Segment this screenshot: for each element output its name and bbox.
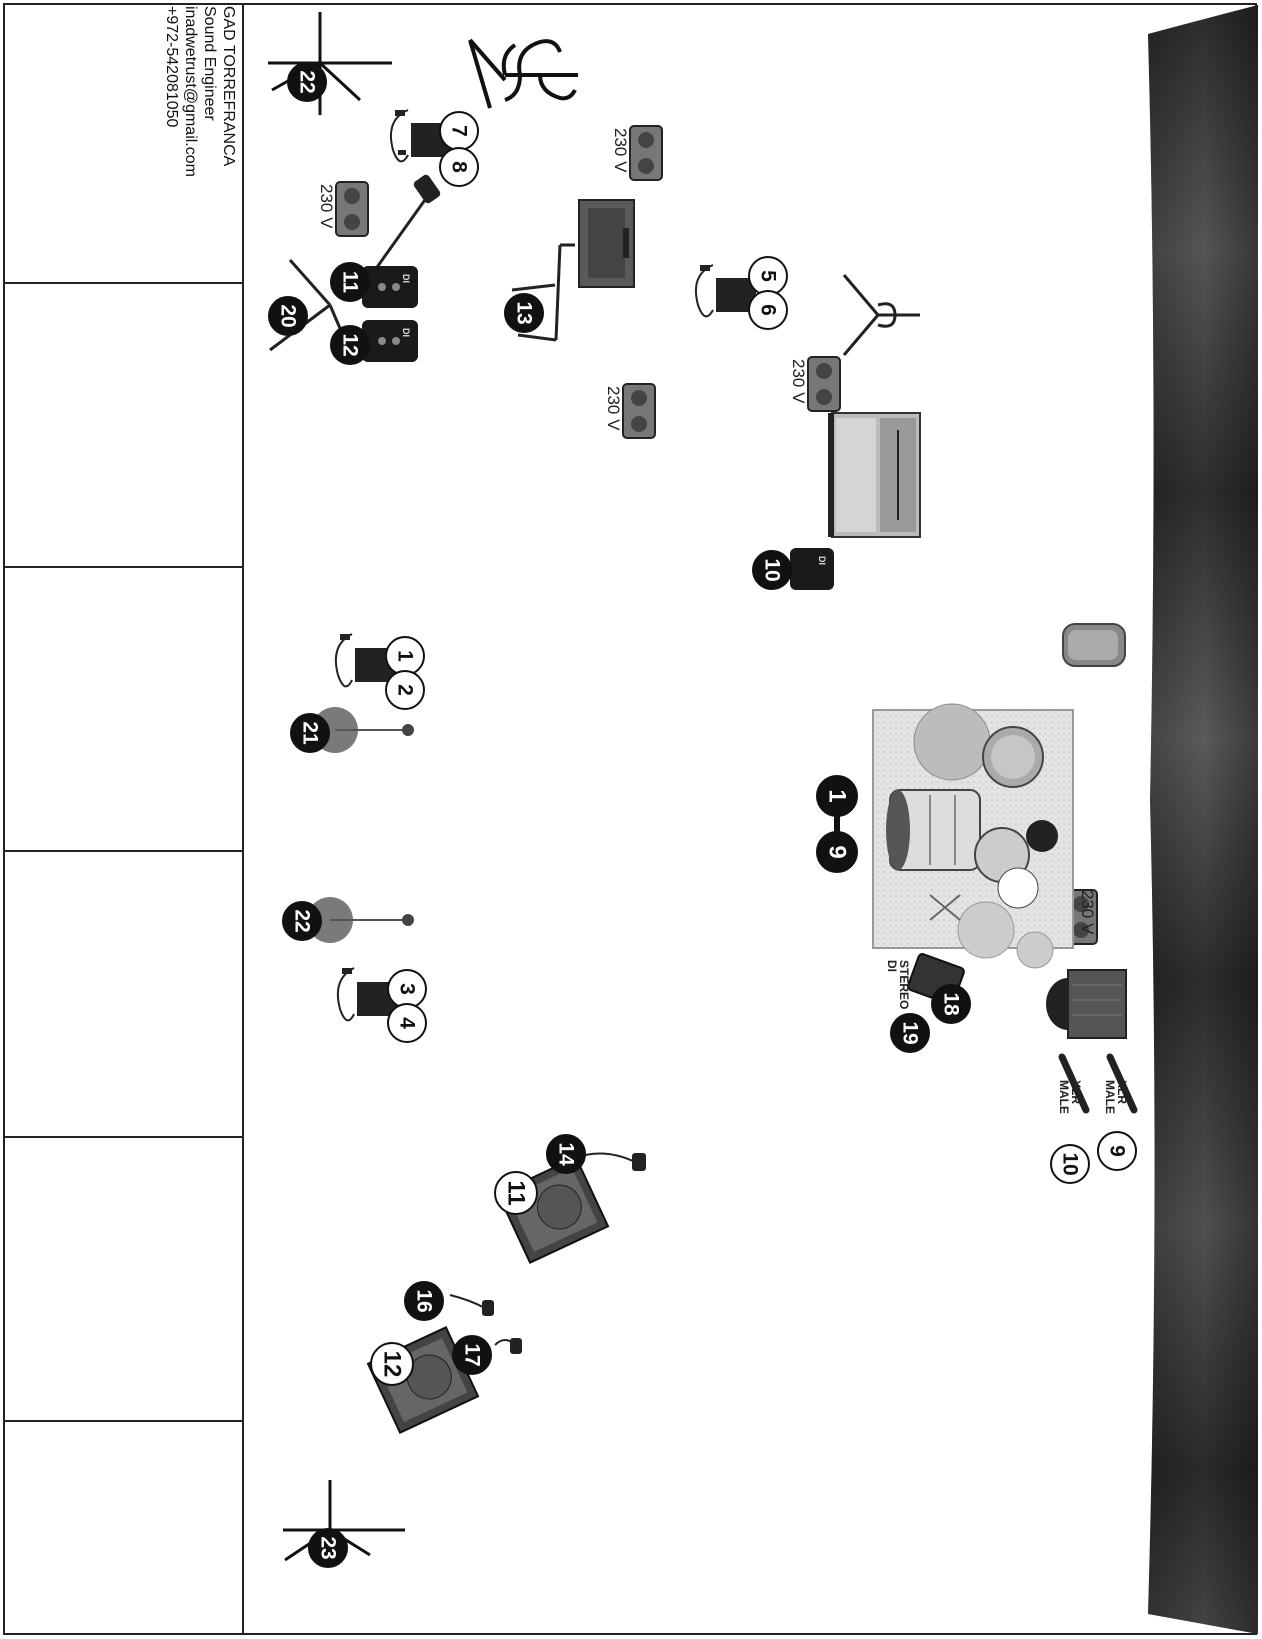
channel-badge: 11 [495, 1172, 537, 1214]
mic-16 [450, 1295, 494, 1316]
channel-number: 8 [448, 161, 471, 173]
di-label: DI [400, 328, 412, 337]
channel-number: 3 [396, 983, 419, 995]
guitar-stand-2 [844, 275, 920, 355]
mic-14 [585, 1153, 646, 1171]
channel-badge: 11 [331, 263, 369, 301]
power-label: 230 V [788, 359, 808, 403]
drum-monitor [1046, 970, 1126, 1038]
channel-badge: 1 [386, 637, 424, 675]
channel-badge: 20 [269, 297, 307, 335]
channel-badge: 9 [1098, 1132, 1136, 1170]
channel-number: 11 [503, 1180, 530, 1205]
channel-number: 18 [940, 992, 963, 1016]
di-box-11 [362, 266, 418, 308]
microphone-head [412, 173, 442, 205]
channel-number: 9 [1106, 1145, 1129, 1157]
channel-badge: 12 [331, 326, 369, 364]
channel-number: 13 [513, 301, 536, 324]
power-label: 230 V [603, 386, 623, 430]
power-label: 230 V [1077, 890, 1097, 934]
di-label: DI [400, 274, 412, 283]
channel-number: 10 [761, 558, 784, 581]
channel-badge: 23 [309, 1529, 347, 1567]
channel-badge: 18 [932, 985, 970, 1023]
channel-number: 14 [555, 1142, 578, 1166]
channel-number: 6 [757, 304, 780, 316]
channel-badge: 5 [749, 257, 787, 295]
channel-number: 9 [824, 845, 851, 858]
xlr-male-label: XLR MALE [1058, 1080, 1082, 1120]
channel-badge: 9 [817, 832, 857, 872]
power-outlet [623, 384, 655, 438]
channel-number: 2 [394, 684, 417, 696]
channel-number: 23 [317, 1536, 340, 1559]
guitar-stand [470, 40, 578, 108]
guitar-amp [828, 413, 920, 537]
channel-badge: 17 [453, 1336, 491, 1374]
channel-number: 1 [824, 789, 851, 802]
channel-number: 16 [413, 1289, 436, 1312]
channel-badge: 12 [371, 1343, 413, 1385]
power-outlet [808, 357, 840, 411]
channel-number: 22 [291, 909, 314, 932]
channel-badge: 10 [1051, 1145, 1089, 1183]
power-outlet [336, 182, 368, 236]
channel-badge: 3 [388, 970, 426, 1008]
channel-number: 19 [899, 1021, 922, 1044]
channel-number: 12 [339, 333, 362, 356]
channel-badge: 14 [547, 1135, 585, 1173]
channel-badge: 22 [288, 63, 326, 101]
channel-number: 1 [394, 650, 417, 662]
channel-badge: 6 [749, 291, 787, 329]
di-box-10 [790, 548, 834, 590]
power-outlet [630, 126, 662, 180]
channel-badge: 7 [440, 112, 478, 150]
mic-stand-22 [268, 12, 392, 115]
channel-number: 20 [277, 304, 300, 327]
stage-curtain [1148, 5, 1258, 1634]
channel-badge: 19 [891, 1014, 929, 1052]
di-box-12 [362, 320, 418, 362]
power-label: 230 V [316, 184, 336, 228]
channel-badge: 22 [283, 902, 321, 940]
channel-badge: 21 [291, 714, 329, 752]
channel-badge: 8 [440, 148, 478, 186]
power-label: 230 V [610, 128, 630, 172]
mic-17 [495, 1338, 522, 1354]
channel-badge: 4 [388, 1004, 426, 1042]
channel-number: 17 [461, 1343, 484, 1366]
channel-badge: 1 [817, 776, 857, 816]
xlr-male-label: XLR MALE [1104, 1080, 1128, 1120]
channel-number: 11 [339, 271, 362, 294]
channel-badge: 13 [505, 294, 543, 332]
channel-number: 7 [448, 125, 471, 137]
keyboard-amp [579, 200, 634, 287]
di-label: DI [816, 556, 828, 565]
channel-number: 5 [757, 270, 780, 282]
stereo-di-label: STEREO DI [886, 960, 910, 1000]
channel-number: 21 [299, 721, 322, 745]
iem-pack-5-6 [696, 265, 756, 316]
drum-throne [1063, 624, 1125, 666]
channel-number: 22 [296, 70, 319, 93]
channel-number: 4 [396, 1017, 419, 1029]
channel-badge: 10 [753, 551, 791, 589]
channel-badge: 2 [386, 671, 424, 709]
channel-number: 12 [379, 1351, 406, 1378]
channel-number: 10 [1059, 1152, 1082, 1175]
channel-badge: 16 [405, 1282, 443, 1320]
vocal-mic-22 [307, 897, 414, 943]
